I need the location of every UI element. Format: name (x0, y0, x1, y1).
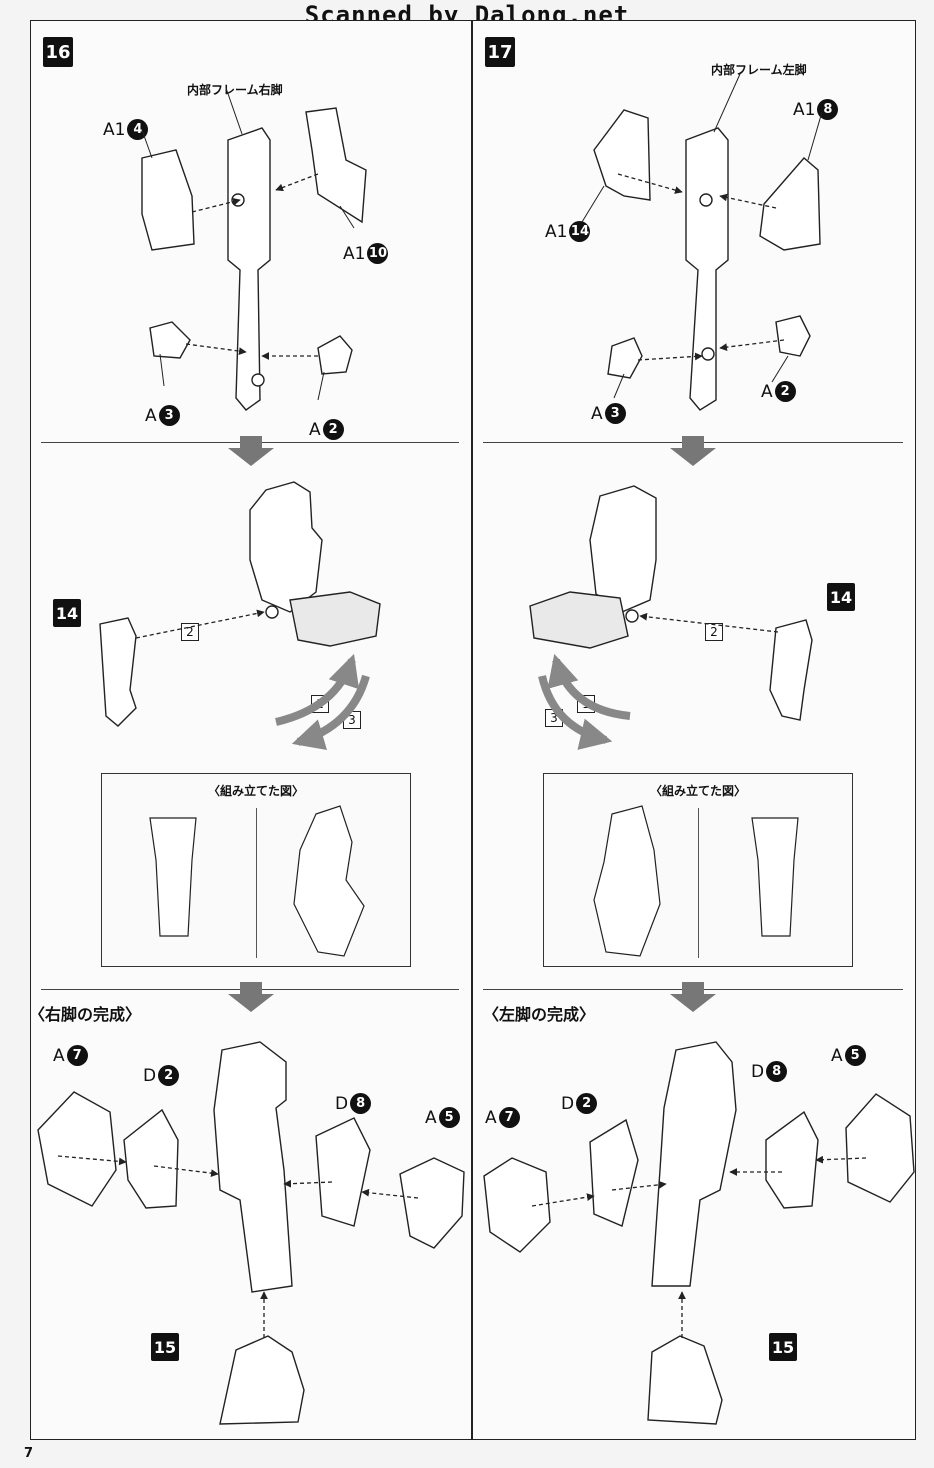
part-15-badge: 15 (151, 1333, 179, 1361)
part-letter: A (485, 1107, 497, 1128)
part-letter: D (335, 1093, 349, 1114)
arrow-step-2: 2 (705, 621, 723, 641)
step-number-badge: 16 (43, 37, 73, 67)
step-17-mid-illustration (529, 485, 813, 721)
part-14-badge: 14 (53, 599, 81, 627)
part-number: 7 (498, 1107, 520, 1128)
part-number: 3 (158, 405, 180, 426)
assembled-view-title: 〈組み立てた図〉 (649, 784, 746, 798)
step-16-top-illustration (141, 107, 367, 411)
part-number: 5 (438, 1107, 460, 1128)
assembled-view-box: 〈組み立てた図〉 (101, 773, 411, 967)
step-17-assembled-detail (593, 805, 799, 957)
completion-title: 〈右脚の完成〉 (29, 1005, 142, 1024)
part-number: 14 (569, 221, 591, 242)
step-17-bottom-illustration (483, 1041, 915, 1425)
step-16-assembled-detail (149, 805, 365, 957)
part-letter: A (425, 1107, 437, 1128)
step-number-badge: 17 (485, 37, 515, 67)
page-number: 7 (24, 1446, 34, 1461)
down-arrow-icon (670, 982, 716, 1012)
part-letter: A (591, 403, 603, 424)
part-number: 2 (158, 1065, 180, 1086)
part-number: 8 (350, 1093, 372, 1114)
part-letter: A (145, 405, 157, 426)
part-number: 5 (844, 1045, 866, 1066)
part-letter: A (831, 1045, 843, 1066)
step-16-bottom-illustration (37, 1041, 465, 1425)
part-number: 2 (576, 1093, 598, 1114)
down-arrow-icon (670, 436, 716, 466)
part-number: 8 (766, 1061, 788, 1082)
frame-callout: 内部フレーム右脚 (187, 83, 283, 97)
part-letter: D (751, 1061, 765, 1082)
part-letter: A (309, 419, 321, 440)
part-letter: A1 (545, 221, 568, 242)
part-number: 2 (322, 419, 344, 440)
assembled-view-title: 〈組み立てた図〉 (207, 784, 304, 798)
part-15-badge: 15 (769, 1333, 797, 1361)
part-number: 8 (817, 99, 839, 120)
part-letter: A1 (793, 99, 816, 120)
frame-callout: 内部フレーム左脚 (711, 63, 807, 77)
part-14-badge: 14 (827, 583, 855, 611)
part-number: 7 (66, 1045, 88, 1066)
step-17-top-illustration (593, 109, 821, 411)
part-number: 3 (604, 403, 626, 424)
part-number: 2 (774, 381, 796, 402)
step-16-mid-illustration (99, 481, 381, 727)
detail-divider (256, 808, 257, 958)
part-letter: A1 (103, 119, 126, 140)
down-arrow-icon (228, 436, 274, 466)
part-letter: A (53, 1045, 65, 1066)
detail-divider (698, 808, 699, 958)
down-arrow-icon (228, 982, 274, 1012)
completion-title: 〈左脚の完成〉 (483, 1005, 596, 1024)
part-letter: A (761, 381, 773, 402)
part-number: 10 (367, 243, 389, 264)
part-letter: D (561, 1093, 575, 1114)
part-letter: A1 (343, 243, 366, 264)
part-letter: D (143, 1065, 157, 1086)
assembled-view-box: 〈組み立てた図〉 (543, 773, 853, 967)
